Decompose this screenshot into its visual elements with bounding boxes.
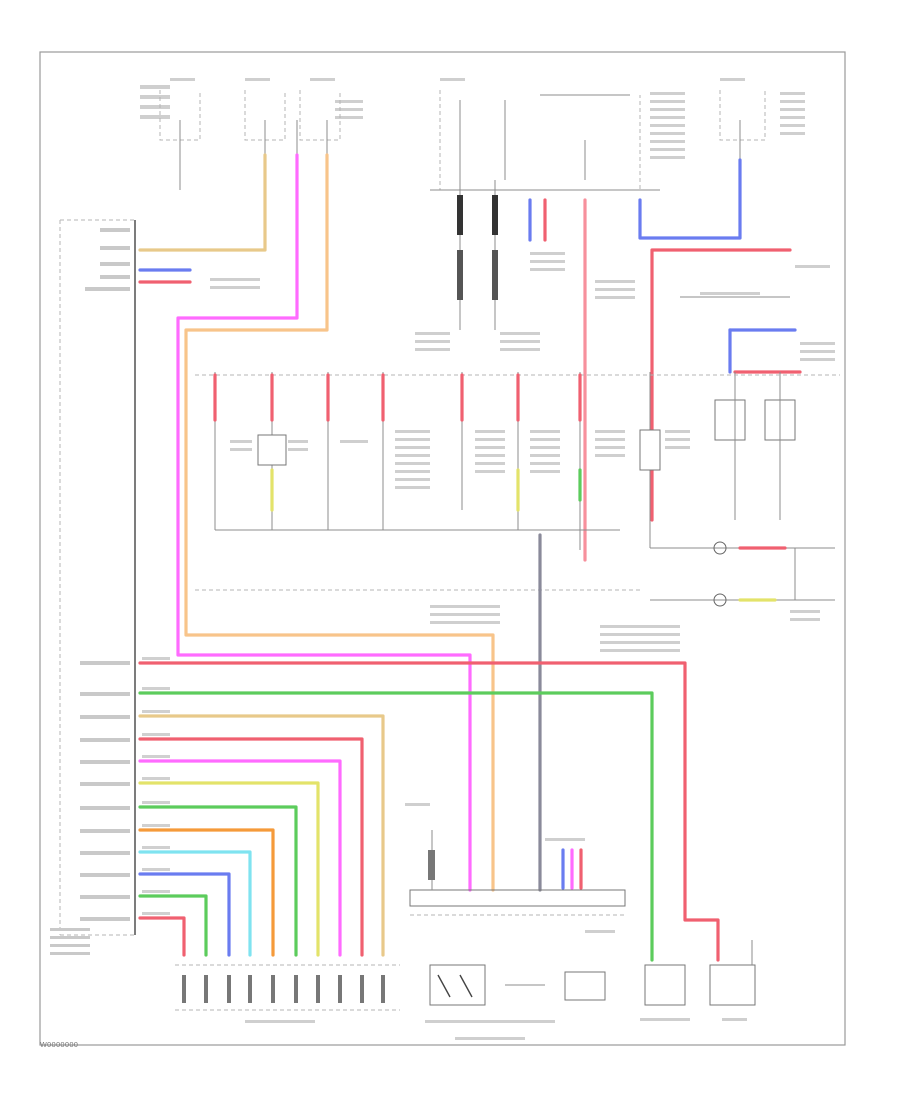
wire-red-main — [138, 661, 720, 962]
mode-selector-switch — [175, 964, 400, 1023]
middle-switch-labels — [210, 252, 835, 652]
top-fuse-labels — [140, 78, 805, 159]
wire-blue-8 — [138, 872, 231, 957]
wire-orange-6 — [138, 828, 275, 957]
mode-selector-unit — [405, 803, 626, 1040]
bottom-right-units — [640, 940, 756, 1021]
diagram-border — [39, 51, 846, 1046]
left-module-label-blocks — [50, 228, 130, 955]
center-connectors — [457, 180, 498, 330]
wire-red-10 — [138, 916, 186, 957]
wire-green-9 — [138, 894, 208, 957]
wire-light-blue-7 — [138, 850, 252, 957]
right-switch-area — [650, 296, 835, 607]
wire-tan-ignition — [138, 153, 267, 252]
wire-green-5 — [138, 805, 298, 957]
wire-light-orange-feed — [184, 153, 495, 892]
wire-magenta-3 — [138, 759, 342, 957]
wire-red-right-top — [650, 248, 792, 522]
wire-green-main — [138, 691, 654, 962]
wire-red-2 — [138, 737, 364, 957]
wire-tan-1 — [138, 714, 385, 957]
harness-wire-labels — [142, 657, 170, 915]
fuse-feeds — [179, 100, 741, 190]
wire-blue-right-top — [638, 158, 742, 240]
diagram-code: W0000000 — [40, 1041, 79, 1049]
wire-magenta-feed — [176, 153, 472, 892]
middle-switch-row — [195, 372, 840, 591]
wire-yellow-4 — [138, 781, 320, 957]
